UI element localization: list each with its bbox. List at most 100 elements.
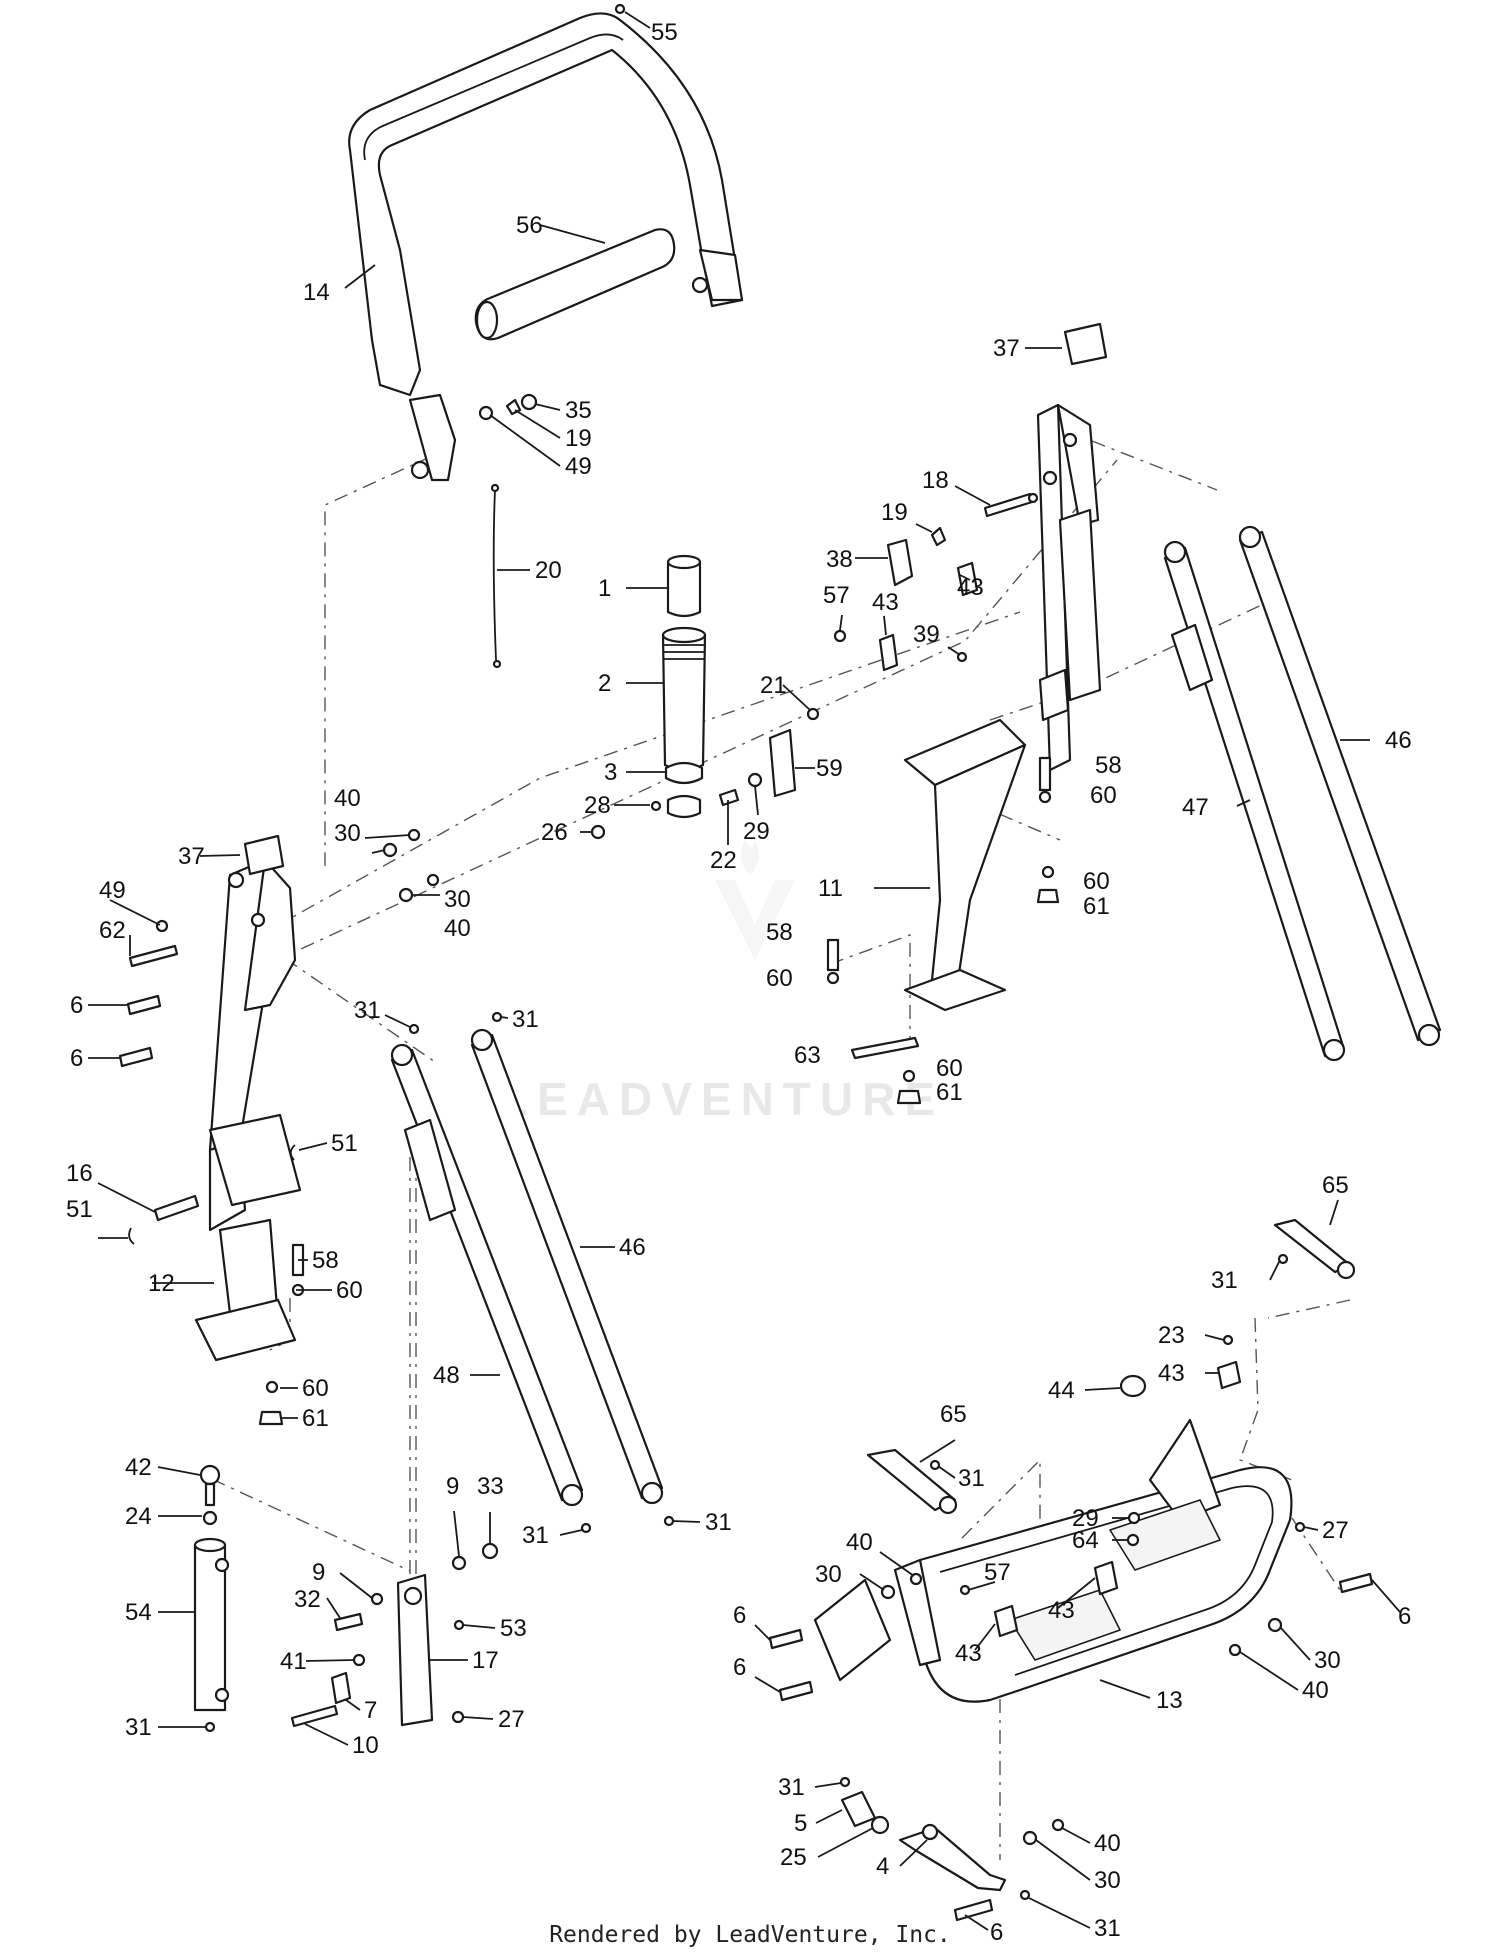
strut-46-right[interactable]	[1238, 525, 1442, 1047]
bolt-10[interactable]	[290, 1704, 339, 1728]
bushing-43-d[interactable]	[1093, 1560, 1119, 1596]
pin-18[interactable]	[983, 492, 1039, 518]
nut-27-b[interactable]	[1294, 1521, 1306, 1533]
clip-51-a[interactable]	[128, 1227, 135, 1245]
nut-64[interactable]	[1126, 1533, 1140, 1547]
pin-31-e[interactable]	[204, 1721, 216, 1733]
strut-47[interactable]	[1163, 540, 1346, 1062]
bolt-40-a[interactable]	[407, 828, 421, 842]
washer-30-b[interactable]	[398, 887, 414, 903]
callout-19: 19	[565, 425, 592, 452]
strut-46-left[interactable]	[470, 1028, 664, 1505]
pin-6-f[interactable]	[953, 1898, 994, 1922]
bolt-22[interactable]	[718, 788, 740, 807]
pin-31-d[interactable]	[663, 1515, 675, 1527]
screw-57-lower[interactable]	[959, 1584, 971, 1596]
washer-30-c[interactable]	[880, 1584, 896, 1600]
washer-9-a[interactable]	[451, 1555, 467, 1571]
pin-6-c[interactable]	[768, 1628, 804, 1650]
bushing-43-a[interactable]	[878, 633, 899, 672]
pin-6-e[interactable]	[1338, 1572, 1374, 1594]
bolt-62[interactable]	[128, 944, 179, 968]
rod-4[interactable]	[898, 1823, 1007, 1892]
bushing-43-c[interactable]	[1216, 1360, 1242, 1390]
pin-31-h[interactable]	[839, 1776, 851, 1788]
pin-31-f[interactable]	[1277, 1253, 1289, 1265]
washer-30-d[interactable]	[1267, 1617, 1283, 1633]
nut-24[interactable]	[202, 1510, 218, 1526]
lanyard-cable[interactable]	[492, 489, 497, 661]
nut-61-c[interactable]	[258, 1410, 284, 1426]
nut-35[interactable]	[520, 393, 538, 411]
pin-6-d[interactable]	[778, 1680, 814, 1702]
roll-bar-top[interactable]	[348, 12, 744, 482]
frame-upper-right[interactable]	[903, 403, 1102, 1012]
callout-6-b: 6	[70, 1045, 83, 1072]
knob-44[interactable]	[1119, 1374, 1147, 1398]
pin-31-b[interactable]	[491, 1011, 503, 1023]
bolt-40-e[interactable]	[1051, 1818, 1065, 1832]
nut-41[interactable]	[352, 1653, 366, 1667]
pin-31-g[interactable]	[929, 1459, 941, 1471]
washer-30-e[interactable]	[1022, 1830, 1038, 1846]
hand-grip-tube[interactable]	[474, 228, 676, 341]
cap-1[interactable]	[666, 554, 702, 618]
cover-37-top[interactable]	[1063, 322, 1108, 366]
washer-60-c[interactable]	[826, 971, 840, 985]
pin-31-i[interactable]	[1019, 1889, 1031, 1901]
nut-26[interactable]	[590, 824, 606, 840]
washer-49[interactable]	[478, 405, 494, 421]
spring-7[interactable]	[330, 1671, 352, 1705]
coupler-5[interactable]	[840, 1790, 877, 1828]
clamp-3[interactable]	[664, 761, 704, 819]
pin-31-a[interactable]	[408, 1023, 420, 1035]
strut-48[interactable]	[390, 1043, 584, 1507]
clip-51-b[interactable]	[289, 1144, 296, 1161]
washer-60-a[interactable]	[1038, 790, 1052, 804]
washer-29-lower[interactable]	[1127, 1511, 1141, 1525]
washer-30-a[interactable]	[382, 842, 398, 858]
washer-60-f[interactable]	[265, 1380, 279, 1394]
pin-6-b[interactable]	[118, 1046, 154, 1068]
nut-25[interactable]	[870, 1815, 890, 1835]
roll-bar-plug[interactable]	[614, 3, 626, 15]
washer-49-left[interactable]	[155, 919, 169, 933]
nut-61-b[interactable]	[896, 1089, 922, 1105]
frame-upper-left[interactable]	[194, 858, 302, 1362]
bolt-40-b[interactable]	[426, 873, 440, 887]
bolt-32[interactable]	[333, 1612, 364, 1632]
plate-63[interactable]	[850, 1036, 920, 1060]
screw-57-top[interactable]	[833, 629, 847, 643]
bracket-59[interactable]	[768, 728, 797, 798]
pin-16[interactable]	[153, 1194, 200, 1222]
washer-9-b[interactable]	[370, 1592, 384, 1606]
cover-37-left[interactable]	[243, 834, 285, 876]
cylinder-54[interactable]	[193, 1537, 230, 1712]
callout-38: 38	[826, 546, 853, 573]
nut-61-a[interactable]	[1036, 888, 1060, 904]
rod-end-42[interactable]	[199, 1464, 221, 1507]
bracket-17[interactable]	[396, 1573, 434, 1727]
callout-9-b: 9	[312, 1559, 325, 1586]
bolt-40-d[interactable]	[1228, 1643, 1242, 1657]
bumper-65-top[interactable]	[1273, 1218, 1356, 1280]
washer-28[interactable]	[650, 800, 662, 812]
clip-19-right[interactable]	[930, 526, 947, 547]
callout-40-e: 40	[1094, 1830, 1121, 1857]
bolt-21[interactable]	[806, 707, 820, 721]
tube-2[interactable]	[661, 626, 707, 772]
lever-38[interactable]	[886, 538, 914, 587]
washer-60-b[interactable]	[1041, 865, 1055, 879]
screw-23[interactable]	[1222, 1334, 1234, 1346]
bushing-43-e[interactable]	[993, 1604, 1019, 1638]
nut-27-a[interactable]	[451, 1710, 465, 1724]
bumper-65-mid[interactable]	[866, 1448, 958, 1515]
pin-6-a[interactable]	[126, 994, 162, 1016]
nut-33[interactable]	[481, 1542, 499, 1560]
washer-29[interactable]	[747, 772, 763, 788]
bolt-58-right[interactable]	[1038, 756, 1052, 792]
washer-60-d[interactable]	[902, 1069, 916, 1083]
bolt-58-lower[interactable]	[826, 938, 840, 972]
pin-53[interactable]	[453, 1619, 465, 1631]
pin-31-c[interactable]	[580, 1522, 592, 1534]
